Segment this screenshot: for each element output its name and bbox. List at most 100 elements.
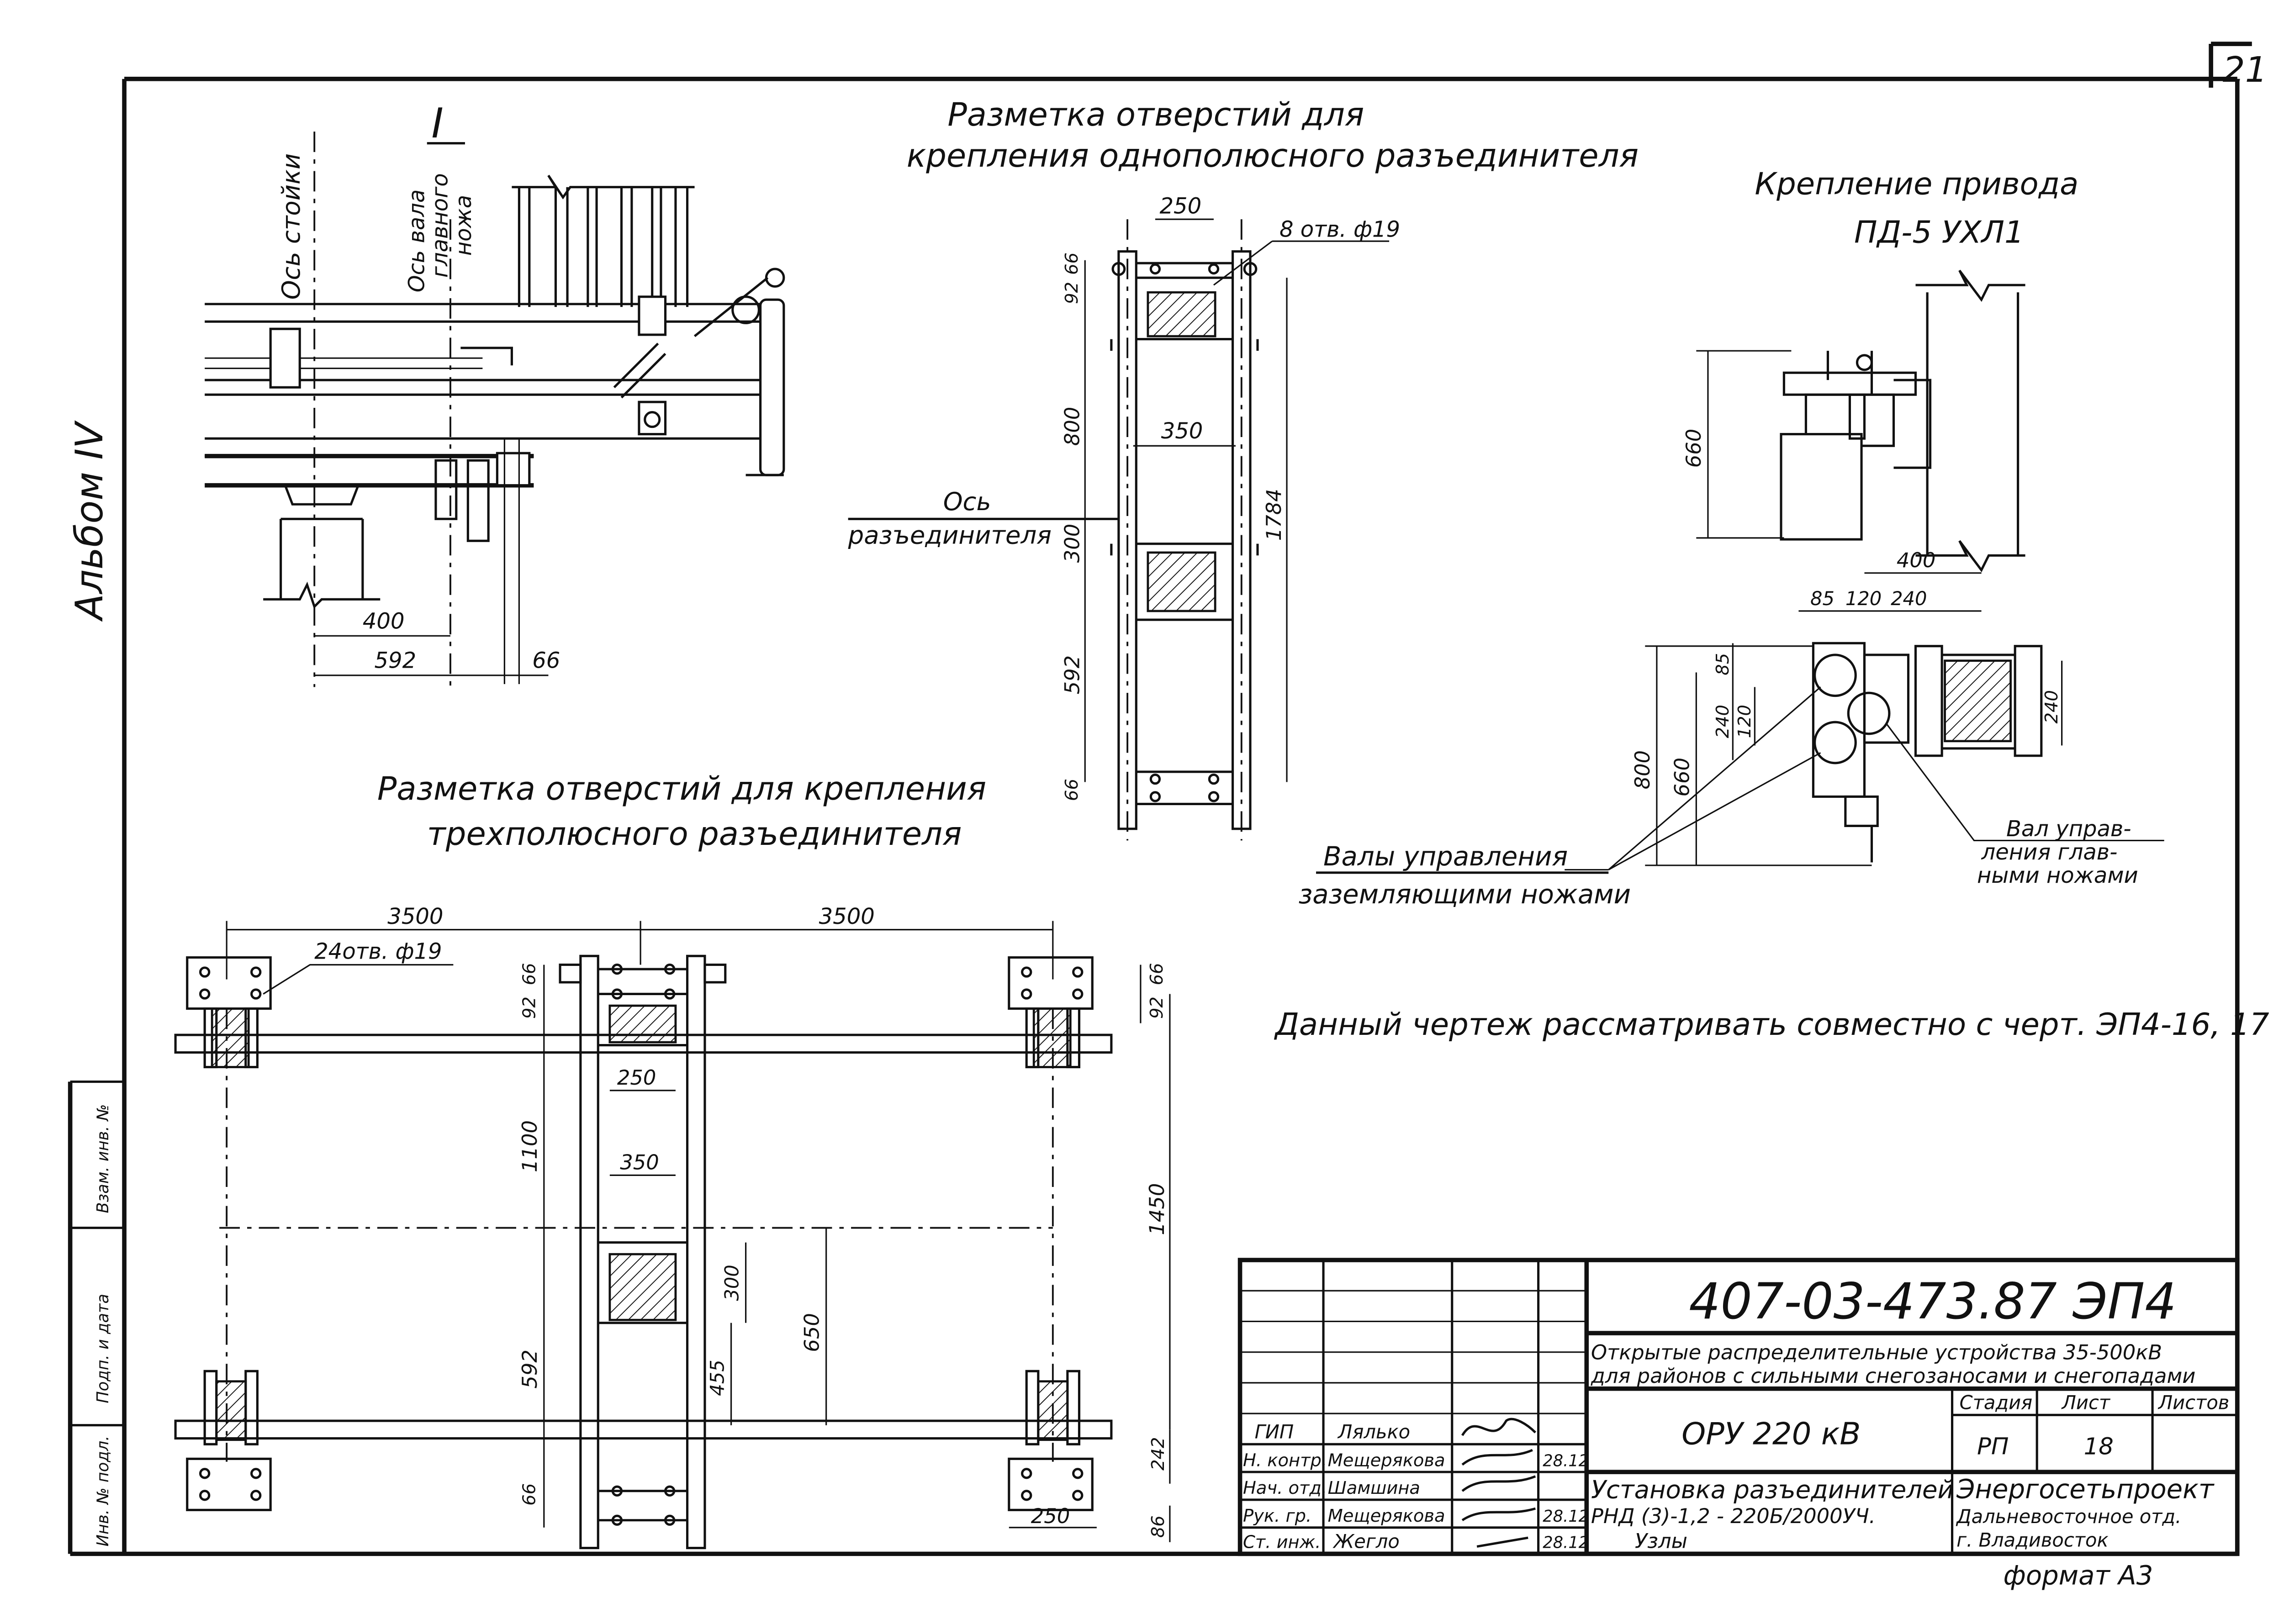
stage-value: РП xyxy=(1977,1433,2009,1461)
staff-role: Ст. инж. xyxy=(1243,1532,1321,1553)
staff-rows: ГИП Лялько Н. контр. Мещерякова 28.12 На… xyxy=(1243,1421,1589,1553)
dim-1100: 1100 xyxy=(518,1120,542,1172)
dim-66a: 66 xyxy=(1062,253,1082,275)
drive-dim-120b: 120 xyxy=(1734,705,1755,738)
dim-242: 242 xyxy=(1148,1437,1168,1471)
org-city: г. Владивосток xyxy=(1956,1529,2108,1551)
drive-dim-240c: 240 xyxy=(2041,690,2062,723)
dim-592-3p: 592 xyxy=(518,1350,542,1389)
drive-mounting-drawing: Крепление привода ПД-5 УХЛ1 660 400 85 1… xyxy=(1299,166,2164,910)
sheets-header: Листов xyxy=(2157,1391,2229,1413)
dim-300: 300 xyxy=(1060,524,1084,563)
staff-name: Лялько xyxy=(1337,1421,1410,1443)
drive-dim-85b: 85 xyxy=(1713,653,1733,675)
main-shaft-label-1: Вал управ- xyxy=(2006,816,2131,842)
dim-350-3p: 350 xyxy=(620,1150,659,1175)
staff-date: 28.12 xyxy=(1543,1507,1589,1526)
drawing-title-3: Узлы xyxy=(1635,1529,1687,1553)
holes-label: 8 отв. ф19 xyxy=(1279,217,1400,243)
sheet-number: 21 xyxy=(2223,50,2268,90)
three-pole-drawing: Разметка отверстий для крепления трехпол… xyxy=(174,770,1171,1550)
dim-66r: 66 xyxy=(1147,963,1167,985)
staff-name: Мещерякова xyxy=(1328,1450,1445,1471)
staff-role: Нач. отд. xyxy=(1243,1478,1327,1498)
dim-66b: 66 xyxy=(1062,779,1082,801)
stage-header: Стадия xyxy=(1960,1391,2033,1413)
drive-dim-800: 800 xyxy=(1630,750,1655,790)
dim-250: 250 xyxy=(1160,193,1202,219)
dim-250b: 250 xyxy=(1031,1504,1070,1528)
dim-800: 800 xyxy=(1060,407,1084,446)
paper-format: формат А3 xyxy=(2004,1561,2153,1591)
axis-shaft-label-2: главного xyxy=(428,173,453,278)
drawing-title-2: РНД (3)-1,2 - 220Б/2000УЧ. xyxy=(1591,1504,1876,1528)
staff-name: Шамшина xyxy=(1328,1478,1420,1498)
doc-desc-1: Открытые распределительные устройства 35… xyxy=(1591,1340,2162,1365)
corner-block-bl xyxy=(186,1370,272,1511)
dim-300-3p: 300 xyxy=(721,1265,743,1301)
view-mark: I xyxy=(431,100,443,148)
drive-dim-120a: 120 xyxy=(1845,587,1882,610)
doc-code: 407-03-473.87 ЭП4 xyxy=(1689,1272,2176,1330)
dim-66b-3p: 66 xyxy=(519,1483,540,1506)
corner-block-br xyxy=(1008,1370,1094,1511)
dim-350: 350 xyxy=(1161,418,1203,444)
staff-date: 28.12 xyxy=(1543,1534,1589,1552)
dim-455: 455 xyxy=(706,1360,729,1396)
title-block xyxy=(1237,1258,2240,1556)
dim-66a-3p: 66 xyxy=(519,963,540,985)
bolt-holes xyxy=(1111,262,1258,802)
single-pole-drawing: Разметка отверстий для крепления однопол… xyxy=(848,96,1639,841)
dim-592: 592 xyxy=(374,648,416,674)
axis-label-1: Ось xyxy=(943,487,991,516)
sheet-header: Лист xyxy=(2061,1391,2111,1413)
stamp-label-signature: Подп. и дата xyxy=(94,1294,112,1403)
staff-role: ГИП xyxy=(1255,1421,1294,1443)
drive-dim-660: 660 xyxy=(1681,429,1706,468)
view-I-drawing: I Ось стойки Ось вала главного ножа xyxy=(205,100,785,687)
axis-label-2: разъединителя xyxy=(848,521,1052,550)
staff-role: Н. контр. xyxy=(1243,1450,1327,1471)
axis-post-label: Ось стойки xyxy=(276,153,306,300)
three-pole-title-2: трехполюсного разъединителя xyxy=(427,815,962,853)
album-label: Альбом IV xyxy=(67,420,111,622)
dim-86: 86 xyxy=(1148,1515,1168,1538)
drive-dim-240a: 240 xyxy=(1891,587,1927,610)
drive-dim-85a: 85 xyxy=(1810,587,1835,610)
dim-250a: 250 xyxy=(617,1065,656,1090)
dim-92: 92 xyxy=(1062,282,1082,304)
earth-shafts-label-1: Валы управления xyxy=(1323,841,1568,872)
dim-1450: 1450 xyxy=(1145,1183,1169,1235)
staff-role: Рук. гр. xyxy=(1243,1506,1311,1526)
signatures xyxy=(1461,1418,1537,1548)
dim-3500a: 3500 xyxy=(387,904,443,929)
dim-3500b: 3500 xyxy=(819,904,875,929)
main-shaft-label-2: ления глав- xyxy=(1981,839,2118,865)
center-bolt-holes xyxy=(611,963,676,1526)
sheet-value: 18 xyxy=(2084,1433,2114,1461)
dim-592: 592 xyxy=(1060,655,1084,695)
corner-block-tl xyxy=(186,956,272,1069)
doc-object: ОРУ 220 кВ xyxy=(1681,1416,1861,1451)
drawing-title-1: Установка разъединителей xyxy=(1591,1475,1954,1504)
staff-name: Жегло xyxy=(1332,1530,1399,1553)
corner-block-tr xyxy=(1008,956,1094,1069)
dim-66: 66 xyxy=(532,648,560,674)
dim-400: 400 xyxy=(363,608,405,634)
axis-shaft-label-1: Ось вала xyxy=(404,190,429,293)
axis-shaft-label-3: ножа xyxy=(451,195,476,256)
dim-92r: 92 xyxy=(1147,997,1167,1019)
holes-label-3p: 24отв. ф19 xyxy=(314,939,442,965)
drive-dim-400: 400 xyxy=(1897,548,1936,572)
staff-name: Мещерякова xyxy=(1328,1506,1445,1526)
dim-1784: 1784 xyxy=(1262,489,1286,541)
main-shaft-label-3: ными ножами xyxy=(1977,863,2138,888)
org-dept: Дальневосточное отд. xyxy=(1956,1505,2181,1528)
drive-title-2: ПД-5 УХЛ1 xyxy=(1854,214,2024,250)
three-pole-title-1: Разметка отверстий для крепления xyxy=(377,770,986,807)
single-pole-title-1: Разметка отверстий для xyxy=(947,96,1364,133)
org-name: Энергосетьпроект xyxy=(1956,1474,2215,1505)
staff-date: 28.12 xyxy=(1543,1451,1589,1470)
single-pole-title-2: крепления однополюсного разъединителя xyxy=(907,137,1639,174)
